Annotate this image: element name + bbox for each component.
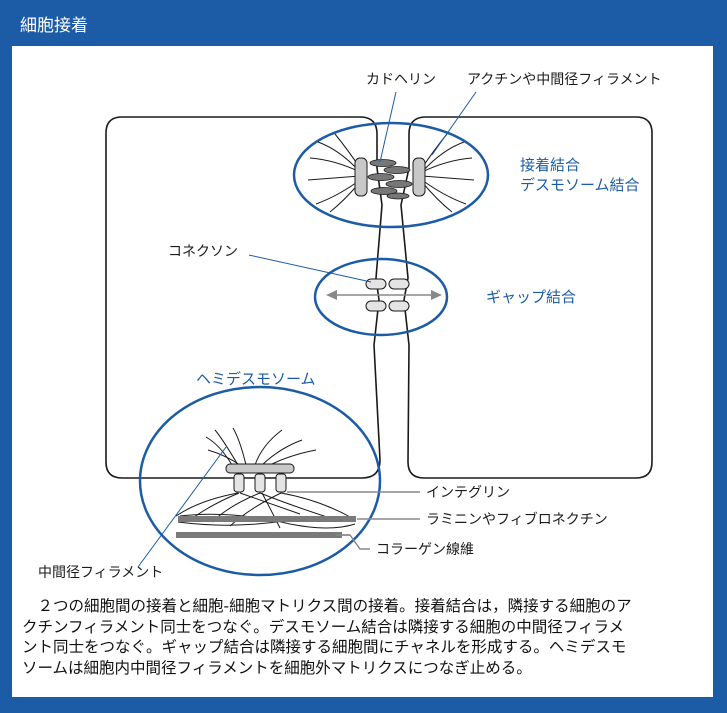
laminin-fibers (175, 492, 356, 529)
right-cell-outline (400, 116, 653, 479)
collagen-bar-bottom (176, 532, 342, 538)
label-intermediate: 中間径フィラメント (38, 565, 163, 581)
connexon-channels (365, 278, 410, 312)
label-collagen: コラーゲン線維 (376, 542, 474, 558)
leader-lines-gray (287, 491, 420, 550)
label-connexon: コネクソン (168, 244, 238, 260)
hemidesmosome-filaments (205, 427, 317, 466)
right-plaque (412, 157, 426, 197)
hemidesmosome-ellipse (138, 385, 382, 577)
integrin-molecules (233, 473, 287, 493)
hemidesmosome-plaque (225, 463, 295, 474)
label-integrin: インテグリン (426, 485, 510, 501)
label-adherens: 接着結合 (520, 156, 580, 174)
figure-title: 細胞接着 (20, 16, 88, 36)
channel-arrow-left-head (326, 290, 337, 300)
label-hemidesmosome: ヘミデスモソーム (196, 370, 316, 388)
figure-header: 細胞接着 (0, 0, 727, 46)
left-cell-outline (105, 116, 383, 479)
figure-panel (12, 46, 713, 697)
label-laminin: ラミニンやフィブロネクチン (426, 511, 608, 528)
label-cadherin: カドヘリン (366, 72, 436, 88)
label-gap: ギャップ結合 (486, 288, 576, 306)
channel-arrow-right-head (431, 290, 442, 300)
cadherin-molecules (367, 159, 413, 200)
leader-lines (137, 91, 477, 568)
gap-junction-ellipse (313, 257, 449, 337)
adherens-junction-ellipse (292, 121, 490, 229)
left-plaque (354, 157, 368, 197)
collagen-bar-top (178, 516, 356, 522)
label-actin: アクチンや中間径フィラメント (467, 72, 662, 88)
figure-caption: ２つの細胞間の接着と細胞‑細胞マトリクス間の接着。接着結合は，隣接する細胞のア … (22, 597, 632, 677)
label-desmosome: デスモソーム結合 (520, 176, 640, 194)
